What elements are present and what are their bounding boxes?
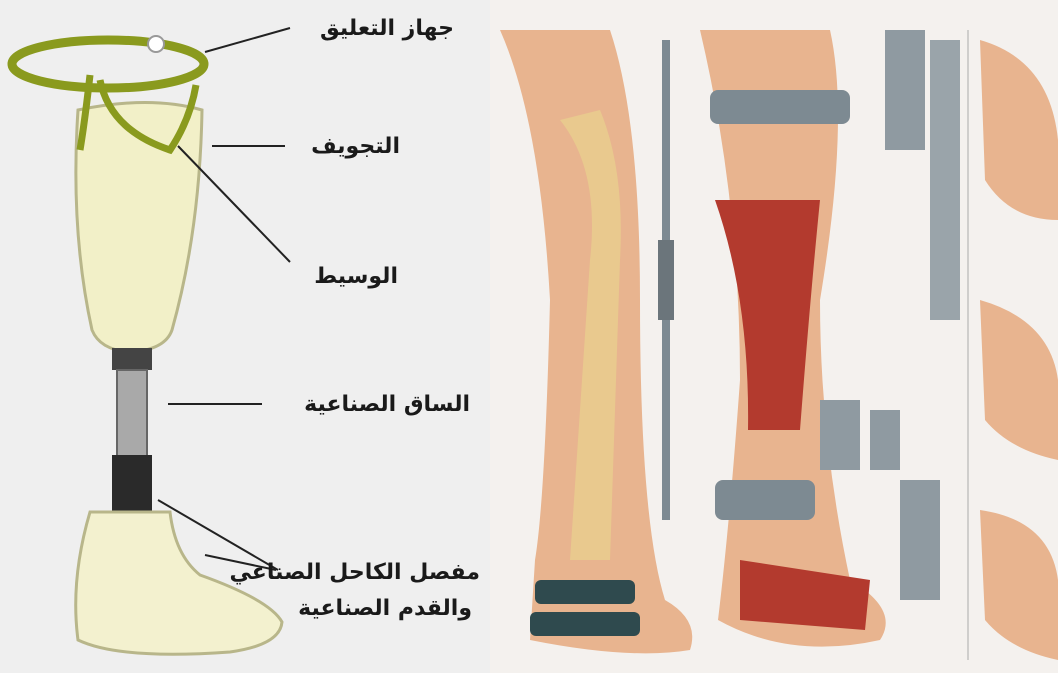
pylon-adapter [112, 348, 152, 370]
orthosis-illustration-panel [490, 0, 1058, 673]
label-pylon: الساق الصناعية [304, 392, 470, 417]
label-suspension: جهاز التعليق [320, 16, 454, 41]
prosthesis-diagram-panel: جهاز التعليق التجويف الوسيط الساق الصناع… [0, 0, 490, 673]
ring-clip [148, 36, 164, 52]
label-liner: الوسيط [314, 264, 398, 289]
component-rod [885, 30, 925, 150]
label-foot: والقدم الصناعية [298, 596, 472, 621]
left-foot-strap-1 [535, 580, 635, 604]
label-ankle: مفصل الكاحل الصناعي [230, 560, 480, 585]
component-cylinder-3 [900, 480, 940, 600]
label-socket: التجويف [311, 134, 400, 159]
hand-1 [980, 40, 1058, 220]
component-cylinder-2 [870, 410, 900, 470]
ankle-brace [715, 480, 815, 520]
arrow-suspension [205, 28, 290, 52]
right-foot-strap [740, 560, 870, 630]
pylon-tube [117, 370, 147, 460]
suspension-ring [12, 40, 204, 88]
hand-2 [980, 300, 1058, 460]
orthosis-illustration [490, 0, 1058, 673]
hand-3 [980, 510, 1058, 660]
left-foot-strap-2 [530, 612, 640, 636]
socket [76, 103, 202, 353]
component-shaft [930, 40, 960, 320]
knee-brace [710, 90, 850, 124]
component-cylinder-1 [820, 400, 860, 470]
brace-connector [658, 240, 674, 320]
